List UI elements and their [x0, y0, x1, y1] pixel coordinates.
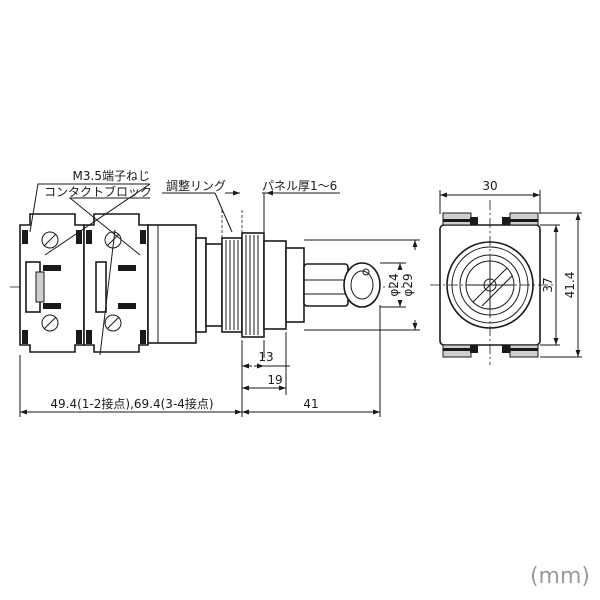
contact-block-1 — [19, 213, 85, 353]
dim-13: 13 — [258, 350, 273, 364]
dim-41: 41 — [303, 397, 318, 411]
dim-30: 30 — [482, 179, 497, 193]
dim-phi29: φ29 — [401, 273, 415, 296]
side-view — [10, 183, 420, 417]
adjust-ring — [221, 210, 243, 333]
dim-37: 37 — [541, 277, 555, 292]
label-terminal-screw: M3.5端子ねじ — [73, 169, 150, 183]
contact-block-2 — [83, 213, 149, 353]
label-panel-thickness: パネル厚1～6 — [262, 179, 337, 193]
front-view — [430, 190, 582, 365]
dim-41-4: 41.4 — [563, 272, 577, 299]
key — [303, 262, 381, 308]
unit-label: (mm) — [530, 564, 590, 589]
dim-total-length: 49.4(1-2接点),69.4(3-4接点) — [50, 396, 213, 411]
operator-housing — [147, 224, 223, 344]
dim-19: 19 — [267, 373, 282, 387]
label-contact-block: コンタクトブロック — [44, 184, 152, 199]
dim-phi24: φ24 — [387, 273, 401, 296]
label-adjust-ring: 調整リング — [166, 178, 226, 193]
bezel — [241, 232, 305, 338]
